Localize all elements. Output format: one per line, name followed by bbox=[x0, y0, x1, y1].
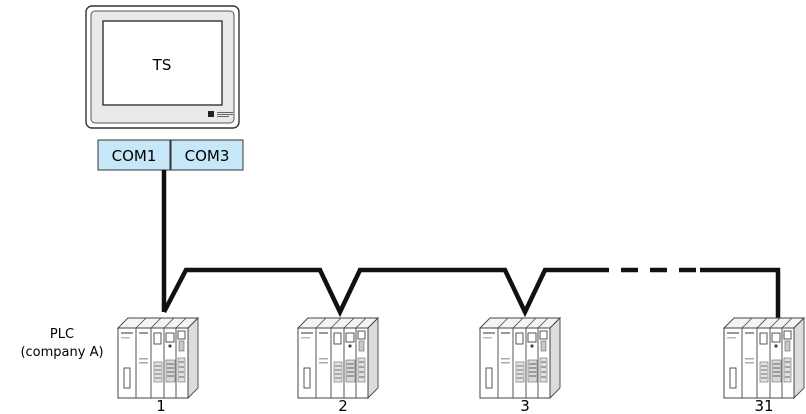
station-number-1: 1 bbox=[156, 397, 166, 414]
station-number-3: 3 bbox=[520, 397, 530, 414]
plc-rack-31 bbox=[723, 317, 805, 399]
terminal-logo bbox=[208, 111, 233, 117]
plc-station-31: 31 bbox=[723, 317, 805, 414]
terminal-label: TS bbox=[152, 56, 172, 74]
plc-rack-3 bbox=[479, 317, 561, 399]
plc-label-line1: PLC bbox=[50, 327, 74, 342]
plc-station-1: 1 bbox=[117, 317, 199, 414]
touch-screen-terminal: TS bbox=[85, 5, 240, 129]
plc-station-2: 2 bbox=[297, 317, 379, 414]
station-number-31: 31 bbox=[754, 397, 773, 414]
plc-label-line2: (company A) bbox=[20, 345, 103, 360]
communication-cable bbox=[161, 170, 781, 318]
terminal-screen bbox=[102, 20, 223, 106]
plc-rack-2 bbox=[297, 317, 379, 399]
cable-end-to-station-31 bbox=[700, 267, 781, 318]
com-ports: COM1 COM3 bbox=[97, 139, 244, 171]
com1-port-box bbox=[97, 139, 171, 171]
com3-port-label: COM3 bbox=[185, 147, 230, 165]
station-number-2: 2 bbox=[338, 397, 348, 414]
plc-station-3: 3 bbox=[479, 317, 561, 414]
com3-port-box bbox=[170, 139, 244, 171]
cable-multidrop-segment bbox=[162, 267, 592, 318]
com1-port-label: COM1 bbox=[112, 147, 157, 165]
plc-rack-1 bbox=[117, 317, 199, 399]
